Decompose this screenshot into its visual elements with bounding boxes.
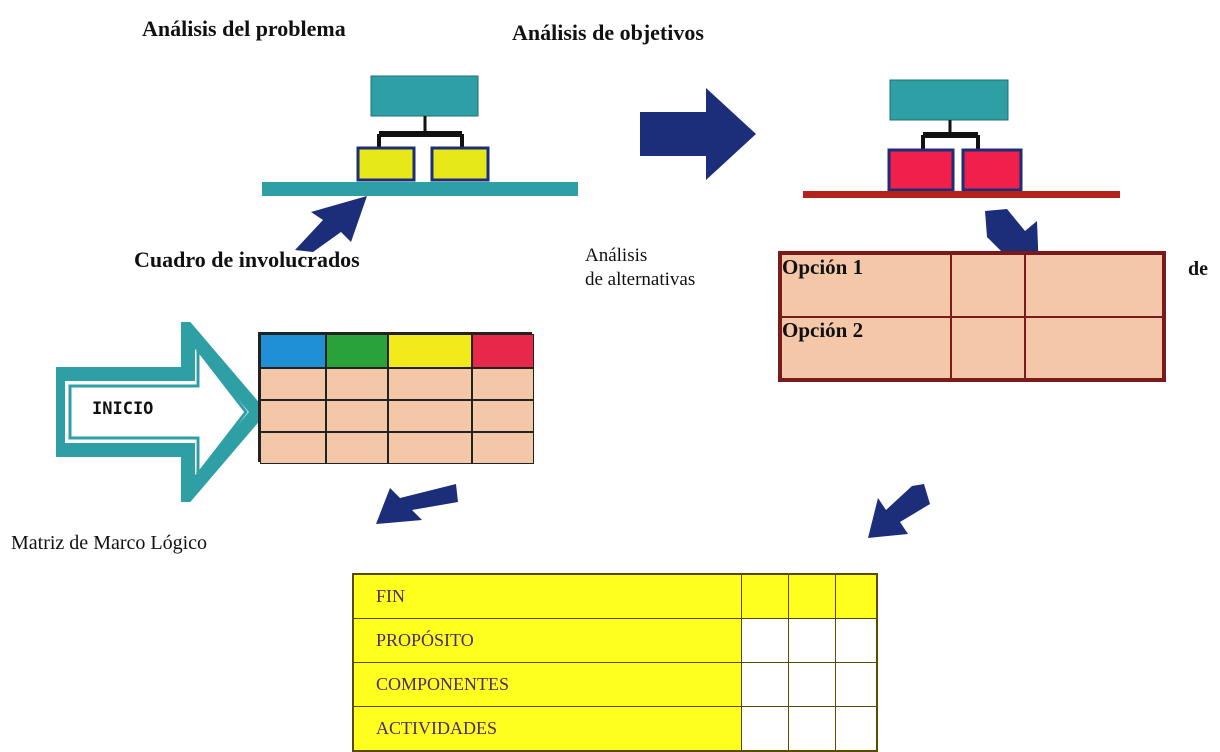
logframe-row: ACTIVIDADES: [352, 706, 878, 752]
logframe-cell: [788, 706, 836, 752]
options-cell: [950, 252, 1026, 318]
objectives-analysis-title: Análisis de objetivos: [512, 20, 704, 45]
options-cell: [1024, 315, 1165, 381]
logframe-row: COMPONENTES: [352, 661, 878, 708]
options-row: Opción 2: [779, 315, 1165, 381]
stakeholder-matrix-cell: [326, 432, 388, 464]
logframe-row-label: ACTIVIDADES: [352, 706, 742, 752]
problem-analysis-title: Análisis del problema: [142, 16, 346, 41]
alternatives-title-line2: de alternativas: [585, 269, 696, 290]
logframe-matrix: FIN PROPÓSITO COMPONENTES ACTIVIDADES: [352, 573, 878, 752]
stakeholder-matrix-cell: [326, 400, 388, 432]
objective-tree-top-box: [889, 79, 1009, 121]
problem-tree-left-box: [356, 146, 416, 182]
start-arrow-icon: [56, 322, 266, 502]
stakeholder-matrix-header-cell: [260, 334, 326, 368]
stakeholder-matrix-header-cell: [388, 334, 472, 368]
options-cell: [1024, 252, 1165, 318]
stakeholder-matrix-cell: [388, 432, 472, 464]
options-row: Opción 1: [779, 252, 1165, 318]
stakeholder-matrix-cell: [260, 432, 326, 464]
option-label: Opción 2: [779, 315, 952, 381]
options-cell: [950, 315, 1026, 381]
logframe-cell: [835, 573, 878, 619]
logframe-cell: [788, 573, 836, 619]
objective-tree-base: [803, 191, 1120, 198]
logframe-cell: [788, 661, 836, 708]
stakeholder-matrix-cell: [260, 368, 326, 400]
option-label: Opción 1: [779, 252, 952, 318]
logframe-cell: [741, 617, 789, 664]
logframe-cell: [788, 617, 836, 664]
logframe-cell: [835, 706, 878, 752]
stakeholder-matrix-header-cell: [472, 334, 534, 368]
logframe-cell: [741, 706, 789, 752]
problem-tree-base: [262, 182, 578, 196]
stakeholders-title: Cuadro de involucrados: [134, 247, 360, 272]
logframe-row-label: COMPONENTES: [352, 661, 742, 708]
options-table: Opción 1 Opción 2: [778, 251, 1166, 382]
right-arrow-icon: [640, 88, 756, 180]
up-left-arrow-icon: [376, 484, 458, 524]
logframe-cell: [835, 617, 878, 664]
start-label: INICIO: [92, 399, 154, 419]
stakeholder-matrix-header-cell: [326, 334, 388, 368]
up-right-arrow-icon: [295, 196, 367, 252]
logframe-row-label: FIN: [352, 573, 742, 619]
stakeholder-matrix-cell: [472, 400, 534, 432]
objective-tree-right-box: [961, 148, 1023, 192]
problem-tree-diagram: [262, 75, 578, 196]
problem-tree-right-box: [430, 146, 490, 182]
stakeholder-matrix-cell: [388, 368, 472, 400]
logframe-cell: [741, 661, 789, 708]
logframe-cell: [835, 661, 878, 708]
down-left-arrow-icon: [868, 484, 930, 538]
problem-tree-top-box: [370, 75, 479, 117]
objective-tree-diagram: [803, 79, 1120, 198]
stakeholder-matrix-cell: [260, 400, 326, 432]
stakeholder-matrix: [258, 332, 534, 464]
stakeholder-matrix-cell: [388, 400, 472, 432]
logframe-cell: [741, 573, 789, 619]
logframe-row: FIN: [352, 573, 878, 619]
alternatives-title-line1: Análisis: [585, 245, 648, 266]
logframe-row-label: PROPÓSITO: [352, 617, 742, 664]
stakeholder-matrix-cell: [472, 432, 534, 464]
stakeholder-matrix-cell: [472, 368, 534, 400]
stakeholder-matrix-cell: [326, 368, 388, 400]
logframe-title: Matriz de Marco Lógico: [11, 532, 208, 554]
logframe-row: PROPÓSITO: [352, 617, 878, 664]
objective-tree-left-box: [887, 148, 955, 192]
cutoff-de-text: de: [1188, 258, 1208, 280]
